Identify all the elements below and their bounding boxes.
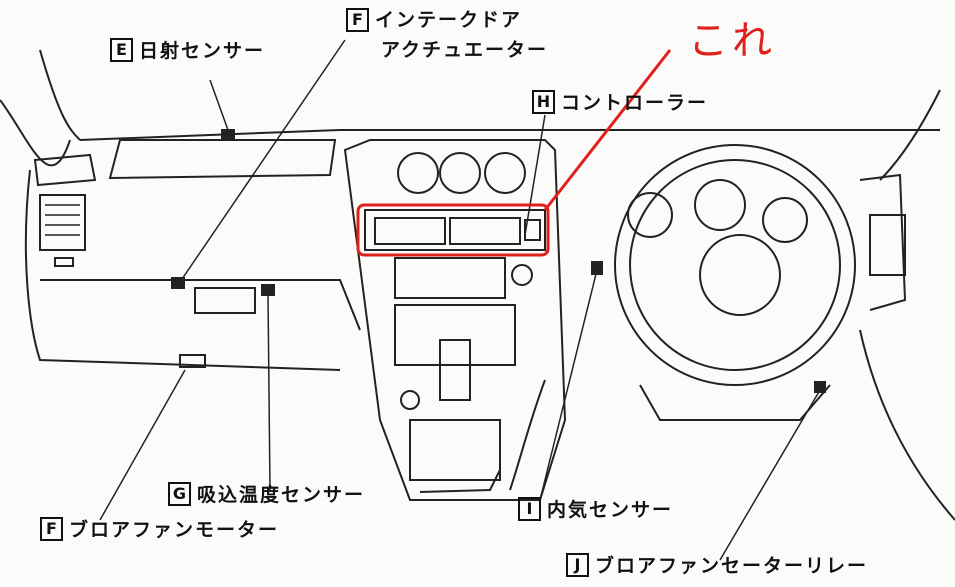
solar-sensor-text: 日射センサー (139, 40, 266, 62)
code-j: J (566, 552, 589, 577)
highlight-box (356, 203, 550, 257)
label-solar-sensor: E 日射センサー (110, 36, 265, 63)
label-in-car-sensor: I 内気センサー (518, 495, 673, 522)
label-controller: H コントローラー (532, 88, 708, 115)
controller-text: コントローラー (561, 92, 709, 114)
code-i: I (518, 496, 541, 521)
in-car-text: 内気センサー (547, 499, 674, 521)
blower-motor-text: ブロアファンモーター (69, 519, 280, 541)
code-h: H (532, 89, 555, 114)
label-intake-temp-sensor: G 吸込温度センサー (168, 480, 365, 507)
intake-line1: インテークドア (375, 9, 523, 31)
blower-relay-text: ブロアファンセーターリレー (595, 555, 869, 577)
code-e: E (110, 37, 133, 62)
label-blower-fan-relay: J ブロアファンセーターリレー (566, 551, 868, 578)
intake-temp-text: 吸込温度センサー (197, 484, 366, 506)
highlight-arrow (543, 49, 672, 211)
label-intake-door-actuator: F インテークドア アクチュエーター (346, 5, 548, 65)
intake-line2: アクチュエーター (381, 39, 549, 61)
handwritten-annotation: これ (688, 18, 776, 64)
label-blower-fan-motor: F ブロアファンモーター (40, 515, 279, 542)
code-f: F (346, 8, 369, 32)
code-g: G (168, 481, 191, 506)
code-f2: F (40, 516, 63, 541)
